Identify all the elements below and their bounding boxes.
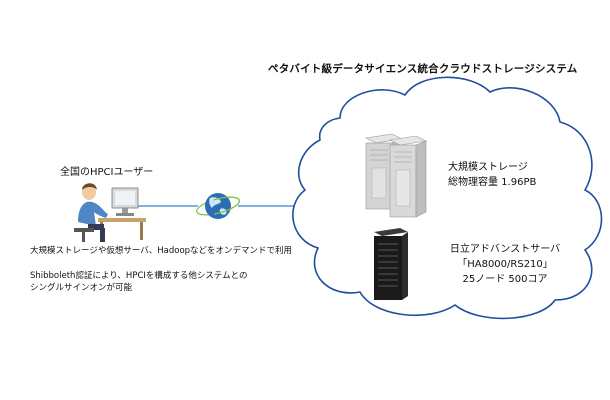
storage-name: 大規模ストレージ xyxy=(448,162,528,173)
globe-icon xyxy=(196,193,240,219)
storage-rack-icon xyxy=(365,133,427,218)
server-spec: 25ノード 500コア xyxy=(462,274,548,285)
server-rack-icon xyxy=(374,228,408,300)
server-name: 日立アドバンストサーバ xyxy=(449,244,561,255)
storage-capacity: 総物理容量 1.96PB xyxy=(448,177,537,188)
user-description-line-2: Shibboleth認証により、HPCIを構成する他システムとの xyxy=(30,271,248,281)
user-description-line-1: 大規模ストレージや仮想サーバ、Hadoopなどをオンデマンドで利用 xyxy=(30,246,293,256)
person-at-computer-icon xyxy=(74,183,146,242)
server-model: 「HA8000/RS210」 xyxy=(457,259,553,270)
server-label: 日立アドバンストサーバ 「HA8000/RS210」 25ノード 500コア xyxy=(445,242,565,287)
diagram-title: ペタバイト級データサイエンス統合クラウドストレージシステム xyxy=(268,63,578,75)
user-label: 全国のHPCIユーザー xyxy=(60,167,154,178)
storage-label: 大規模ストレージ 総物理容量 1.96PB xyxy=(448,160,536,190)
user-description-line-3: シングルサインオンが可能 xyxy=(30,283,133,293)
